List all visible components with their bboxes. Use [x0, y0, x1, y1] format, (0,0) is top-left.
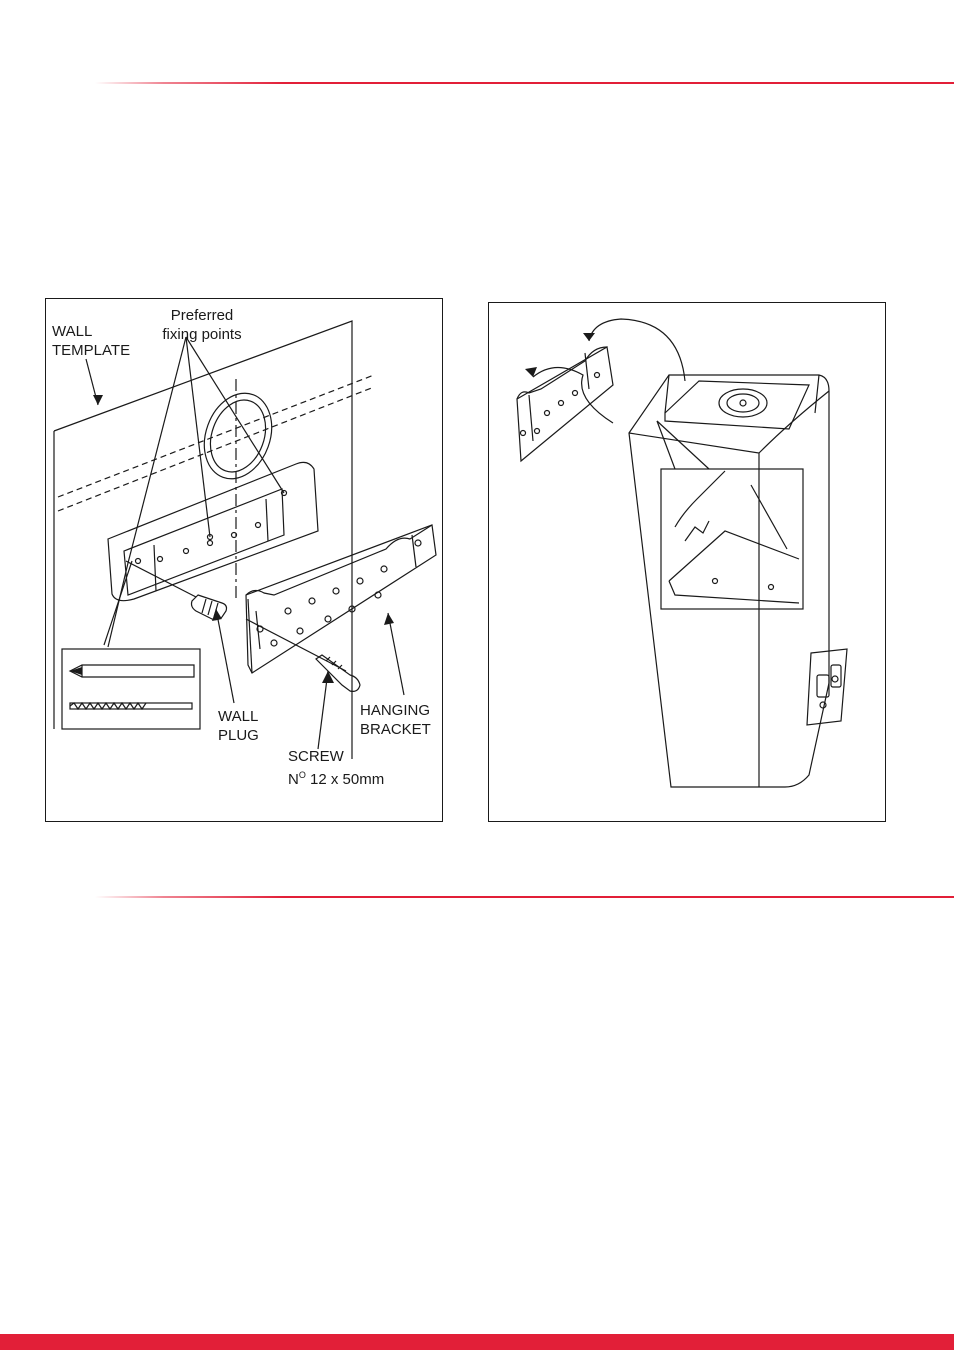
figure-boiler-hanging — [488, 302, 886, 822]
label-wall-plug: WALL PLUG — [218, 707, 259, 745]
figure-wall-template: WALL TEMPLATE Preferred fixing points WA… — [45, 298, 443, 822]
label-hanging-bracket: HANGING BRACKET — [360, 701, 431, 739]
label-screw-suffix: 12 x 50mm — [306, 771, 384, 788]
label-preferred-line2: fixing points — [152, 325, 252, 344]
label-hanging-line2: BRACKET — [360, 720, 431, 739]
label-wall-template-line1: WALL — [52, 322, 130, 341]
label-screw-line1: SCREW — [288, 747, 384, 766]
label-screw-sup: O — [299, 770, 306, 780]
label-screw-prefix: N — [288, 771, 299, 788]
header-rule — [95, 82, 954, 84]
boiler-hanging-illustration — [489, 303, 885, 821]
label-preferred-fixing-points: Preferred fixing points — [152, 306, 252, 344]
label-preferred-line1: Preferred — [152, 306, 252, 325]
label-wall-template: WALL TEMPLATE — [52, 322, 130, 360]
label-wall-plug-line1: WALL — [218, 707, 259, 726]
section-rule — [95, 896, 954, 898]
label-hanging-line1: HANGING — [360, 701, 431, 720]
label-wall-template-line2: TEMPLATE — [52, 341, 130, 360]
label-wall-plug-line2: PLUG — [218, 726, 259, 745]
label-screw: SCREW NO 12 x 50mm — [288, 747, 384, 789]
footer-band — [0, 1334, 954, 1350]
label-screw-line2: NO 12 x 50mm — [288, 766, 384, 789]
